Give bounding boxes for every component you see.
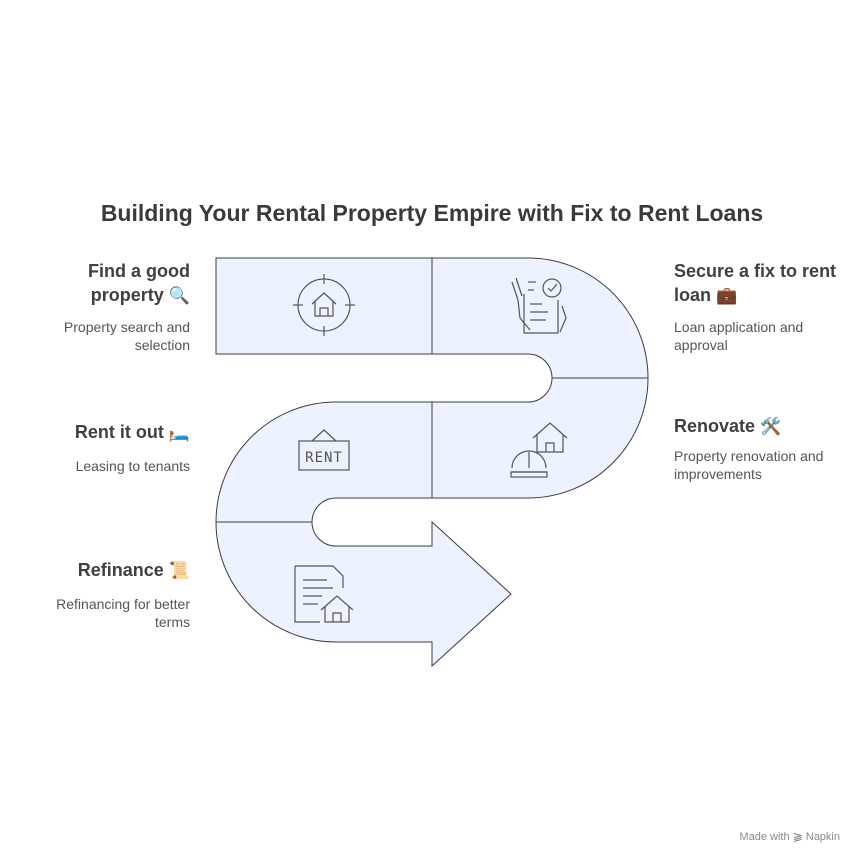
renovation-house-icon	[510, 422, 568, 478]
step-find-property: Find a good property 🔍 Property search a…	[40, 259, 190, 354]
bed-icon: 🛏️	[168, 423, 190, 442]
footer-brand: Napkin	[805, 831, 840, 843]
napkin-logo-icon: ⫺	[792, 829, 803, 843]
magnifier-icon: 🔍	[168, 286, 190, 305]
step-secure-loan: Secure a fix to rent loan 💼 Loan applica…	[674, 259, 854, 354]
step-title: Find a good property 🔍	[88, 261, 190, 305]
scroll-icon: 📜	[168, 561, 190, 580]
step-desc: Property search and selection	[63, 319, 190, 353]
footer-credit: Made with ⫺ Napkin	[739, 829, 840, 843]
loan-document-icon	[511, 277, 567, 334]
step-title: Refinance 📜	[77, 560, 190, 580]
step-desc: Loan application and approval	[674, 319, 804, 353]
step-title: Secure a fix to rent loan 💼	[674, 261, 837, 305]
footer-prefix: Made with	[739, 831, 790, 843]
step-title: Renovate 🛠️	[674, 416, 782, 436]
briefcase-icon: 💼	[716, 286, 738, 305]
refinance-document-icon	[294, 565, 354, 623]
step-renovate: Renovate 🛠️ Property renovation and impr…	[674, 414, 854, 483]
rent-sign-icon: RENT	[298, 429, 350, 471]
step-refinance: Refinance 📜 Refinancing for better terms	[30, 558, 190, 631]
target-house-icon	[293, 274, 355, 336]
tools-icon: 🛠️	[760, 417, 782, 436]
diagram-title: Building Your Rental Property Empire wit…	[100, 200, 764, 226]
step-rent-out: Rent it out 🛏️ Leasing to tenants	[40, 420, 190, 475]
step-desc: Leasing to tenants	[75, 458, 190, 474]
rent-sign-text: RENT	[305, 450, 343, 466]
step-desc: Property renovation and improvements	[674, 448, 824, 482]
step-title: Rent it out 🛏️	[74, 422, 190, 442]
step-desc: Refinancing for better terms	[56, 596, 190, 630]
